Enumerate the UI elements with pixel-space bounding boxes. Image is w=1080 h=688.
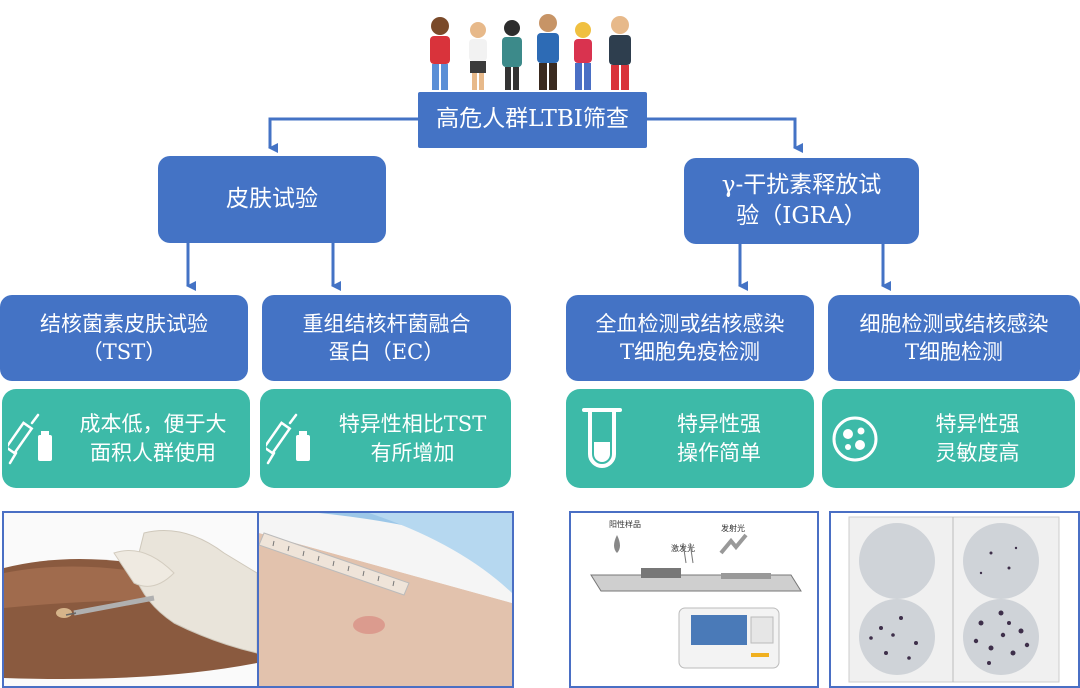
cell-test-title-line2: T细胞检测 bbox=[904, 340, 1003, 364]
whole-blood-node: 全血检测或结核感染 T细胞免疫检测 bbox=[566, 295, 814, 381]
tst-node: 结核菌素皮肤试验 （TST） bbox=[0, 295, 248, 381]
cell-test-feature-line1: 特异性强 bbox=[935, 412, 1020, 437]
ec-feature-box: 特异性相比TST 有所增加 bbox=[260, 389, 511, 488]
tst-injection-photo bbox=[2, 511, 259, 688]
root-node: 高危人群LTBI筛查 bbox=[418, 92, 647, 148]
whole-blood-title-line1: 全血检测或结核感染 bbox=[595, 311, 785, 336]
syringe-icon bbox=[266, 413, 310, 464]
igra-node: γ-干扰素释放试 验（IGRA） bbox=[684, 158, 919, 244]
ec-node: 重组结核杆菌融合 蛋白（EC） bbox=[262, 295, 511, 381]
root-label: 高危人群LTBI筛查 bbox=[436, 106, 629, 133]
whole-blood-feature-line2: 操作简单 bbox=[677, 440, 761, 465]
tst-title-line1: 结核菌素皮肤试验 bbox=[40, 311, 208, 336]
tst-feature-line2: 面积人群使用 bbox=[90, 440, 216, 465]
petri-dish-icon bbox=[832, 416, 878, 461]
emit-label: 发射光 bbox=[721, 523, 745, 533]
cell-test-feature-box: 特异性强 灵敏度高 bbox=[822, 389, 1075, 488]
ec-title-line1: 重组结核杆菌融合 bbox=[302, 311, 471, 336]
igra-label-line1: γ-干扰素释放试 bbox=[721, 171, 882, 198]
igra-label-line2: 验（IGRA） bbox=[736, 203, 867, 229]
syringe-icon bbox=[8, 413, 52, 464]
igra-device-photo: 阳性样品 激发光 发射光 bbox=[569, 511, 819, 688]
tst-feature-line1: 成本低，便于大 bbox=[79, 412, 227, 437]
whole-blood-feature-box: 特异性强 操作简单 bbox=[566, 389, 814, 488]
ec-feature-line2: 有所增加 bbox=[370, 440, 455, 465]
skin-test-node: 皮肤试验 bbox=[158, 156, 386, 243]
whole-blood-feature-line1: 特异性强 bbox=[677, 412, 761, 437]
tst-feature-box: 成本低，便于大 面积人群使用 bbox=[2, 389, 250, 488]
arrow-root-left bbox=[268, 117, 418, 153]
arrow-root-right bbox=[647, 117, 803, 153]
cell-test-feature-line2: 灵敏度高 bbox=[935, 440, 1020, 465]
tst-title-line2: （TST） bbox=[81, 340, 167, 364]
skin-test-label: 皮肤试验 bbox=[226, 185, 318, 212]
ec-ruler-photo bbox=[257, 511, 514, 688]
whole-blood-title-line2: T细胞免疫检测 bbox=[619, 340, 760, 364]
ec-feature-line1: 特异性相比TST bbox=[338, 412, 487, 437]
cell-test-node: 细胞检测或结核感染 T细胞检测 bbox=[828, 295, 1080, 381]
people-group-illustration bbox=[430, 14, 631, 90]
cell-test-title-line1: 细胞检测或结核感染 bbox=[859, 311, 1049, 336]
cell-plates-photo bbox=[829, 511, 1080, 688]
test-tube-icon bbox=[582, 407, 622, 468]
sample-label: 阳性样品 bbox=[609, 519, 641, 529]
ec-title-line2: 蛋白（EC） bbox=[328, 340, 445, 364]
excite-label: 激发光 bbox=[671, 543, 695, 553]
